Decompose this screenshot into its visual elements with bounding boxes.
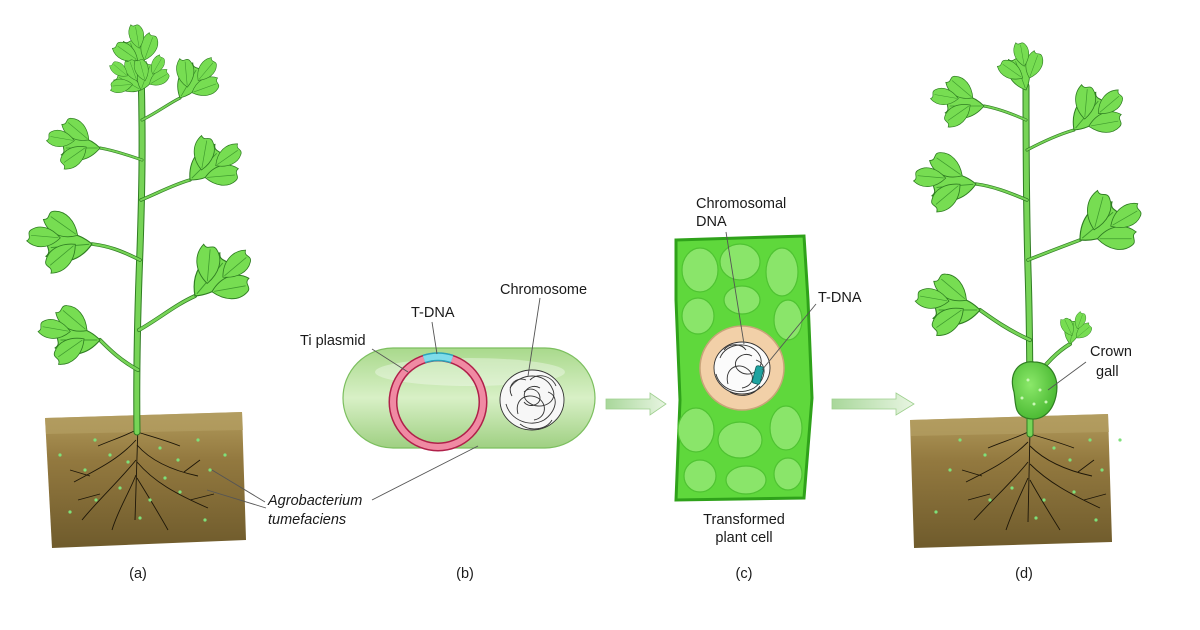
panel-c-plant-cell: Chromosomal DNA T-DNA Transformed plant … bbox=[674, 196, 862, 582]
leader-line-agro-1 bbox=[211, 469, 266, 503]
leader-line-tdna-b bbox=[431, 321, 438, 355]
caption-c: (c) bbox=[736, 566, 753, 582]
transformed-label-line2: plant cell bbox=[715, 530, 772, 546]
arrow-b-to-c bbox=[605, 392, 667, 416]
leader-line-bacterium-agro bbox=[371, 445, 479, 501]
tdna-label-b: T-DNA bbox=[411, 305, 455, 321]
arrow-c-to-d bbox=[831, 392, 915, 416]
integrated-t-dna bbox=[751, 365, 765, 385]
leader-line-ti-plasmid bbox=[371, 348, 409, 373]
caption-b: (b) bbox=[456, 566, 474, 582]
bacteria-dots-d bbox=[934, 438, 1122, 522]
cell-vacuoles bbox=[677, 243, 803, 495]
roots-d bbox=[961, 429, 1107, 531]
panel-a-healthy-plant: (a) bbox=[17, 23, 269, 582]
agrobacterium-label-line2: tumefaciens bbox=[268, 512, 346, 528]
tdna-label-c: T-DNA bbox=[818, 290, 862, 306]
stem-a bbox=[90, 66, 197, 436]
panel-d-infected-plant: Crown gall (d) bbox=[903, 41, 1155, 582]
panel-b-bacterium: Ti plasmid T-DNA Chromosome (b) bbox=[300, 282, 596, 582]
agrobacterium-label-line1: Agrobacterium bbox=[267, 493, 362, 509]
caption-a: (a) bbox=[129, 566, 147, 582]
chromosomal-dna-label-line2: DNA bbox=[696, 214, 727, 230]
transformed-label-line1: Transformed bbox=[703, 512, 785, 528]
leader-line-chromosome bbox=[527, 297, 541, 377]
leader-line-tdna-c bbox=[761, 303, 817, 371]
crown-gall bbox=[1011, 361, 1058, 420]
caption-d: (d) bbox=[1015, 566, 1033, 582]
leader-line-agro-2 bbox=[206, 489, 267, 509]
leader-line-crown-gall bbox=[1047, 361, 1087, 391]
agrobacterium-label-group: Agrobacterium tumefaciens bbox=[206, 469, 362, 528]
crown-gall-label-line2: gall bbox=[1096, 364, 1119, 380]
chromosomal-dna-label-line1: Chromosomal bbox=[696, 196, 786, 212]
chromosome-label: Chromosome bbox=[500, 282, 587, 298]
soil-block-a bbox=[45, 412, 246, 548]
leader-line-chromosomal-dna bbox=[725, 231, 745, 345]
bacteria-dots-a bbox=[58, 438, 227, 522]
ti-plasmid-label: Ti plasmid bbox=[300, 333, 366, 349]
bacterial-chromosome-coil bbox=[499, 369, 565, 431]
crown-gall-label-line1: Crown bbox=[1090, 344, 1132, 360]
